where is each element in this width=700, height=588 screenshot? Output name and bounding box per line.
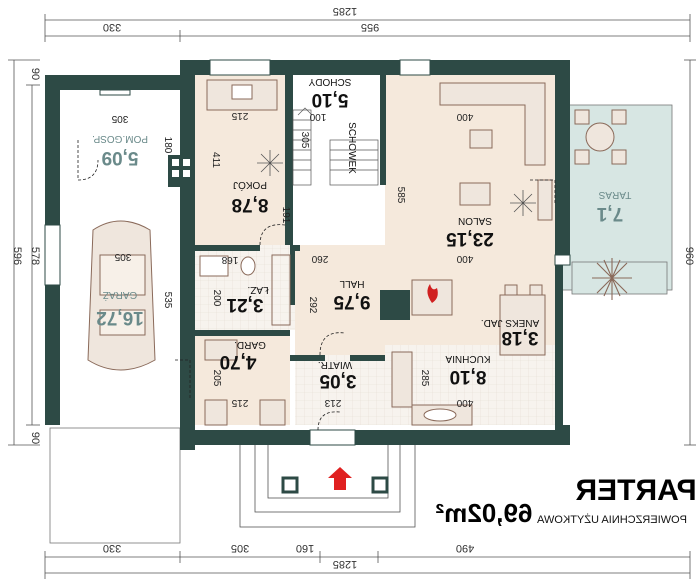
stairs-icon (292, 107, 379, 186)
room-schody: SCHODY 5,10 100 305 (299, 76, 351, 149)
lazienka-width: 168 (221, 254, 238, 265)
salon-height: 585 (395, 187, 406, 204)
room-wiatr: WIATR. 3,05 213 (318, 359, 357, 408)
pokoj-desk-icon (206, 79, 278, 111)
schowek-label: SCHOWEK (346, 122, 357, 174)
terrace-table-icon (574, 109, 627, 165)
gard-wardrobe-icon (204, 339, 286, 426)
kuchnia-area: 8,10 (450, 366, 487, 387)
dim-bottom-3: 160 (296, 542, 314, 554)
dim-bottom-4: 490 (456, 542, 474, 554)
room-salon: 400 585 SALON 23,15 400 (395, 111, 494, 264)
aneks-label: ANEKS JAD. (481, 317, 539, 328)
hall-area: 9,75 (333, 291, 370, 312)
taras-area: 7,1 (596, 203, 623, 224)
schody-height: 305 (299, 132, 310, 149)
terrace-area (559, 104, 673, 291)
hall-salon-width: 400 (456, 253, 473, 264)
wiatr-label: WIATR. (318, 359, 352, 370)
dim-right-total: 960 (683, 247, 695, 265)
porch-post-left (281, 476, 299, 494)
windows (44, 59, 571, 446)
entrance-porch (239, 431, 416, 528)
pokoj-width: 215 (231, 110, 248, 121)
hall-label: HALL (339, 278, 364, 289)
dim-bottom-total: 1285 (333, 558, 357, 570)
pom-gosp-label: POM.GOSP. (92, 133, 148, 144)
taras-label: TARAS (598, 189, 631, 200)
lazienka-height: 200 (211, 290, 222, 307)
plan-total-area: 69,02m² (435, 498, 532, 528)
right-dimensions (684, 59, 696, 446)
hall-height: 292 (307, 297, 318, 314)
car-icon (87, 220, 156, 371)
lazienka-label: ŁAZ. (247, 284, 268, 295)
entrance-arrow-icon (328, 467, 352, 490)
chimney-icon (168, 155, 194, 187)
dim-left-bottom: 90 (29, 432, 41, 444)
dim-top-total: 1285 (333, 5, 357, 17)
room-taras: TARAS 7,1 (596, 189, 631, 224)
wiatr-area: 3,05 (319, 370, 356, 391)
pokoj-height: 411 (210, 152, 221, 168)
salon-area: 23,15 (446, 228, 494, 249)
room-hall: 260 HALL 9,75 292 (307, 253, 370, 314)
hall-width: 260 (311, 253, 328, 264)
room-pokoj: 215 411 POKÓJ 8,78 191 (210, 110, 291, 224)
bathroom-icon (199, 254, 291, 326)
top-dimensions (44, 14, 691, 42)
garaz-width: 305 (114, 251, 131, 262)
sofa-icon (439, 82, 553, 221)
schody-label: SCHODY (308, 76, 351, 87)
room-kuchnia: 285 KUCHNIA 8,10 400 (419, 353, 491, 408)
pokoj-label: POKÓJ (233, 179, 267, 192)
room-pom-gosp: POM.GOSP. 5,09 305 180 (92, 113, 173, 168)
gard-label: GARD. (234, 339, 266, 350)
garaz-height: 535 (162, 292, 173, 309)
pom-gosp-area: 5,09 (102, 147, 139, 168)
dim-top-right: 955 (361, 21, 379, 33)
kuchnia-height: 285 (419, 370, 430, 387)
garaz-area: 16,72 (96, 307, 144, 328)
salon-label: SALON (458, 215, 492, 226)
pokoj-inner-width: 191 (280, 207, 291, 224)
porch-post-right (371, 476, 389, 494)
fireplace-icon (411, 279, 453, 316)
wiatr-width: 213 (324, 397, 341, 408)
schody-area: 5,10 (312, 89, 349, 110)
kuchnia-width: 400 (456, 397, 473, 408)
salon-width: 400 (456, 111, 473, 122)
dim-left-inner: 578 (29, 247, 41, 265)
pom-gosp-width: 305 (111, 113, 128, 124)
kuchnia-label: KUCHNIA (445, 353, 490, 364)
pom-gosp-height: 180 (162, 137, 173, 154)
room-lazienka: 168 200 ŁAZ. 3,21 (211, 254, 269, 315)
bottom-dimensions (44, 551, 691, 579)
plan-title: PARTER (575, 474, 696, 507)
garaz-label: GARAŻ (103, 289, 137, 302)
terrace-plant-icon (592, 258, 632, 300)
gard-width: 215 (231, 397, 248, 408)
gard-height: 205 (211, 370, 222, 387)
gard-area: 4,70 (220, 351, 257, 372)
lazienka-area: 3,21 (226, 294, 263, 315)
dim-bottom-2: 305 (231, 542, 249, 554)
dim-bottom-1: 330 (103, 542, 121, 554)
room-aneks: ANEKS JAD. 3,18 (481, 317, 539, 348)
driveway (49, 427, 181, 544)
plant-icons (257, 150, 536, 216)
room-garaz: 305 GARAŻ 16,72 535 (96, 251, 173, 328)
dim-left-top: 90 (29, 68, 41, 80)
aneks-area: 3,18 (502, 327, 539, 348)
kitchen-icon (391, 284, 546, 426)
dim-top-left: 330 (103, 21, 121, 33)
schody-width: 100 (309, 111, 326, 122)
plan-subtitle: POWIERZCHNIA UŻYTKOWA (536, 513, 687, 526)
dim-left-total: 596 (11, 247, 23, 265)
room-gard: GARD. 4,70 205 215 (211, 339, 266, 408)
door-swings (77, 140, 556, 431)
pokoj-area: 8,78 (232, 194, 269, 215)
left-dimensions (8, 59, 40, 446)
